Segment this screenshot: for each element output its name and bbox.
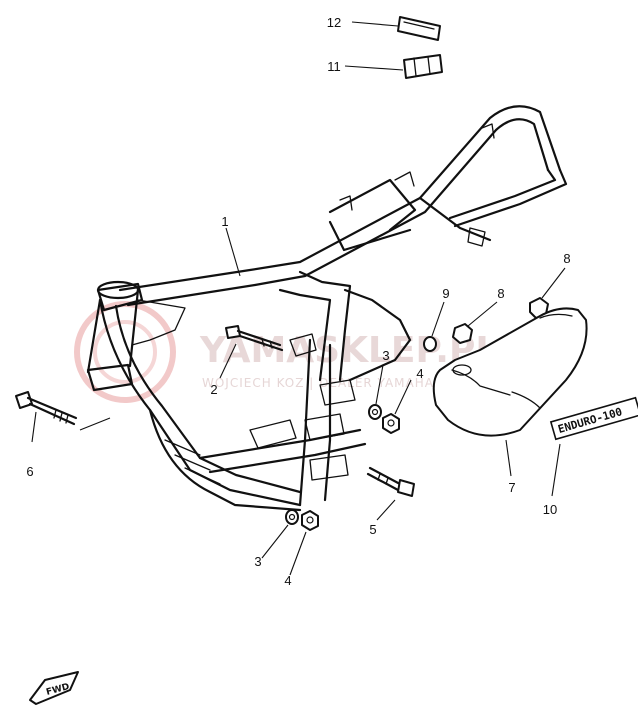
- watermark-logo-inner: [93, 320, 157, 384]
- part-9-grommet: [423, 301, 445, 352]
- part-3-4-lower: [261, 509, 319, 576]
- callout-10: 10: [543, 502, 557, 517]
- callout-3: 3: [382, 348, 389, 363]
- callout-6: 6: [26, 464, 33, 479]
- part-2-bolt: [219, 325, 284, 379]
- callout-8: 8: [563, 251, 570, 266]
- callout-labels: 1 2 3 4 5 3 4 6 7 8 8 9 10 11 12: [26, 15, 570, 588]
- part-5-bolt: [366, 466, 415, 521]
- watermark-subtitle: WOJCIECH KOZ | DEALER YAMAHA: [202, 376, 434, 390]
- emblem-label: ENDURO-100: [557, 405, 624, 436]
- callout-11: 11: [327, 59, 341, 74]
- callout-3-lower: 3: [254, 554, 261, 569]
- part-10-emblem: ENDURO-100: [549, 396, 638, 497]
- callout-9: 9: [442, 286, 449, 301]
- part-3-4-upper: [368, 364, 412, 434]
- callout-12: 12: [327, 15, 341, 30]
- callout-5: 5: [369, 522, 376, 537]
- callout-8-second: 8: [497, 286, 504, 301]
- part-12-plate: [351, 16, 441, 41]
- part-11-damper: [344, 54, 443, 79]
- part-6-bolt: [15, 391, 111, 443]
- callout-7: 7: [508, 480, 515, 495]
- frame-part-1: [86, 105, 568, 512]
- callout-2: 2: [210, 382, 217, 397]
- callout-1: 1: [221, 214, 228, 229]
- fwd-marker: FWD: [29, 671, 79, 705]
- callout-4: 4: [416, 366, 423, 381]
- callout-4-lower: 4: [284, 573, 291, 588]
- part-7-side-cover: [432, 307, 588, 477]
